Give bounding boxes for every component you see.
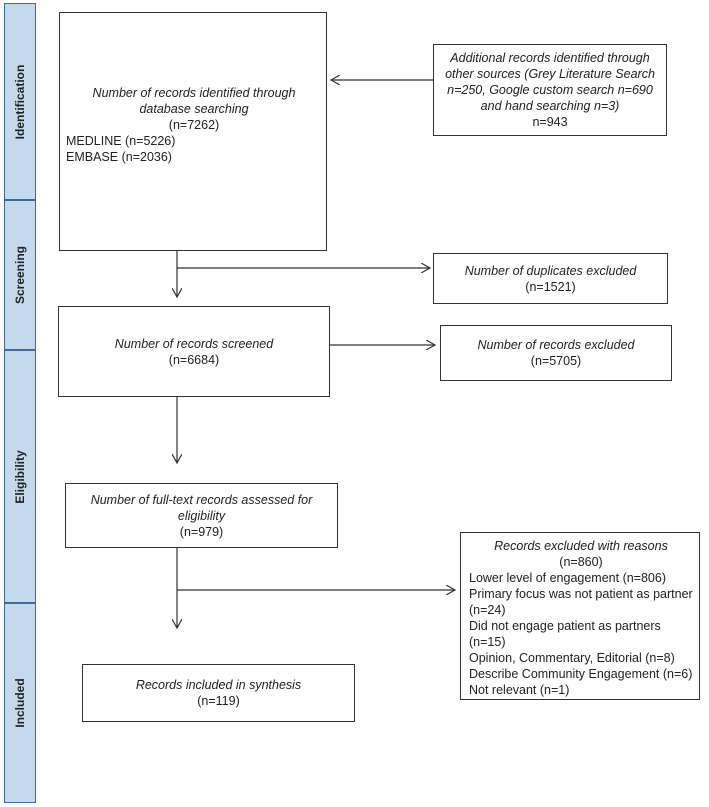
medline-count: MEDLINE (n=5226) [66, 134, 176, 148]
identified-count: (n=7262) [168, 118, 220, 132]
fulltext-box: Number of full-text records assessed for… [65, 483, 338, 548]
stage-screening: Screening [4, 200, 36, 350]
included-label: Records included in synthesis [135, 678, 302, 692]
screened-count: (n=6684) [168, 352, 220, 367]
reasons-box: Records excluded with reasons (n=860) Lo… [460, 532, 700, 700]
fulltext-line-1: Number of full-text records assessed for [90, 492, 313, 507]
reason-item: Not relevant (n=1) [469, 683, 570, 697]
additional-line-2: other sources (Grey Literature Search [445, 67, 655, 81]
identified-box: Number of records identified through dat… [59, 12, 327, 251]
excluded-box: Number of records excluded (n=5705) [440, 325, 672, 381]
additional-count: n=943 [532, 115, 568, 129]
reason-item: Primary focus was not patient as partner [469, 587, 693, 601]
stage-eligibility: Eligibility [4, 350, 36, 603]
additional-line-1: Additional records identified through [450, 51, 650, 65]
duplicates-count: (n=1521) [525, 279, 576, 294]
included-box: Records included in synthesis (n=119) [82, 664, 355, 722]
reason-item: Describe Community Engagement (n=6) [469, 667, 693, 681]
reasons-title: Records excluded with reasons [494, 539, 668, 553]
reason-item: (n=24) [469, 603, 506, 617]
embase-count: EMBASE (n=2036) [66, 150, 172, 164]
excluded-count: (n=5705) [530, 354, 582, 368]
identified-line-2: database searching [139, 102, 249, 116]
excluded-label: Number of records excluded [477, 338, 635, 352]
reason-item: Did not engage patient as partners (n=15… [469, 619, 661, 649]
reason-item: Opinion, Commentary, Editorial (n=8) [469, 651, 675, 665]
identified-line-1: Number of records identified through [92, 86, 296, 100]
additional-line-4: and hand searching n=3) [480, 99, 620, 113]
stage-included: Included [4, 603, 36, 803]
included-count: (n=119) [197, 694, 240, 708]
fulltext-heading: Number of full-text records assessed for… [66, 492, 337, 524]
reasons-count: (n=860) [559, 555, 603, 569]
screened-box: Number of records screened (n=6684) [58, 306, 330, 397]
fulltext-count: (n=979) [179, 524, 224, 539]
fulltext-line-2: eligibility [177, 508, 226, 523]
identified-heading: Number of records identified through dat… [66, 85, 322, 117]
stage-identification: Identification [4, 3, 36, 200]
reason-item: Lower level of engagement (n=806) [469, 571, 667, 585]
additional-line-3: n=250, Google custom search n=690 [447, 83, 653, 97]
additional-box: Additional records identified through ot… [433, 44, 667, 136]
duplicates-box: Number of duplicates excluded (n=1521) [433, 253, 668, 304]
screened-label: Number of records screened [114, 336, 274, 351]
additional-heading: Additional records identified through ot… [434, 50, 666, 114]
duplicates-label: Number of duplicates excluded [464, 263, 637, 278]
